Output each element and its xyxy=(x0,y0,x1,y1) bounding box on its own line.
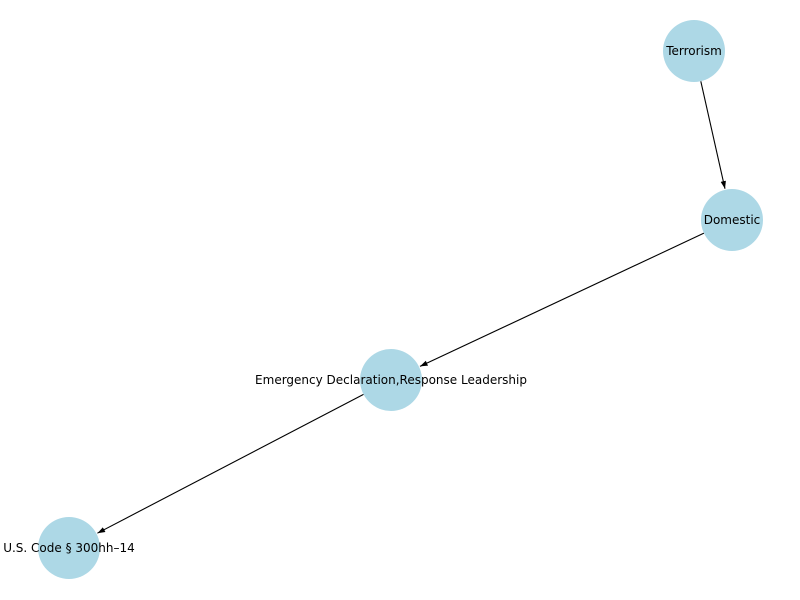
node-code: U.S. Code § 300hh–14 xyxy=(3,517,135,579)
edges-layer xyxy=(97,81,726,534)
node-circle-terrorism xyxy=(663,20,725,82)
node-label-code: U.S. Code § 300hh–14 xyxy=(3,541,135,555)
node-label-terrorism: Terrorism xyxy=(665,44,722,58)
node-circle-code xyxy=(38,517,100,579)
node-emergency: Emergency Declaration,Response Leadershi… xyxy=(255,349,527,411)
edge-terrorism-to-domestic xyxy=(700,81,726,189)
edge-emergency-to-code xyxy=(97,393,364,534)
edge-domestic-to-emergency xyxy=(419,232,705,367)
node-circle-domestic xyxy=(701,189,763,251)
node-circle-emergency xyxy=(360,349,422,411)
node-label-domestic: Domestic xyxy=(704,213,761,227)
node-terrorism: Terrorism xyxy=(663,20,725,82)
node-domestic: Domestic xyxy=(701,189,763,251)
node-label-emergency: Emergency Declaration,Response Leadershi… xyxy=(255,373,527,387)
